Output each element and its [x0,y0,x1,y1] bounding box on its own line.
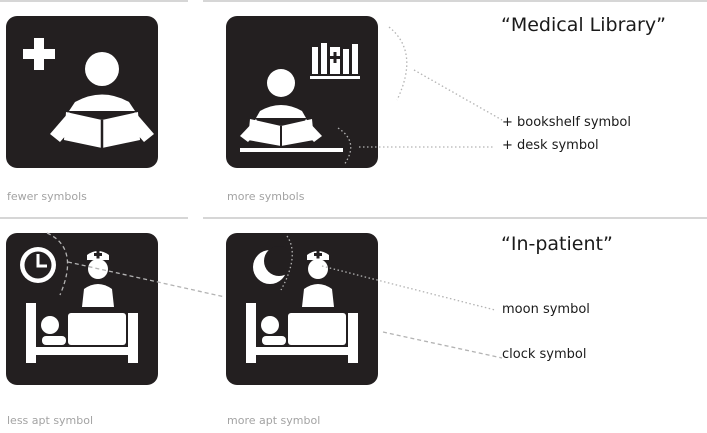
person-reading-icon [240,69,322,146]
person-reading-icon [50,52,154,148]
clock-icon [20,247,56,283]
caption-more-apt-symbol: more apt symbol [227,414,321,427]
annotation-moon-symbol: moon symbol [502,302,590,317]
inpatient-icon-clock [6,233,158,385]
library-icon-fewer-symbols [6,16,158,168]
clock-leader-line-continued [382,331,503,359]
library-icon-more-symbols [226,16,378,168]
middle-rule-right [203,217,707,219]
annotation-bookshelf-symbol: + bookshelf symbol [502,115,631,130]
hospital-bed-icon [246,303,358,363]
bookshelf-leader-arc [388,26,408,101]
inpatient-icon-moon [226,233,378,385]
middle-rule-left [0,217,188,219]
cross-icon [23,38,55,70]
section-title-medical-library: “Medical Library” [501,14,666,36]
moon-icon [253,246,294,284]
top-rule-left [0,0,188,2]
top-rule-right [203,0,707,2]
desk-icon [240,148,343,152]
bookshelf-leader-line [413,69,503,121]
nurse-icon [302,250,334,307]
annotation-clock-symbol: clock symbol [502,347,587,362]
caption-less-apt-symbol: less apt symbol [7,414,94,427]
caption-more-symbols: more symbols [227,190,305,203]
hospital-bed-icon [26,303,138,363]
caption-fewer-symbols: fewer symbols [7,190,87,203]
nurse-icon [82,250,114,307]
bookshelf-icon [310,43,360,79]
section-title-in-patient: “In-patient” [501,233,613,255]
annotation-desk-symbol: + desk symbol [502,138,599,153]
